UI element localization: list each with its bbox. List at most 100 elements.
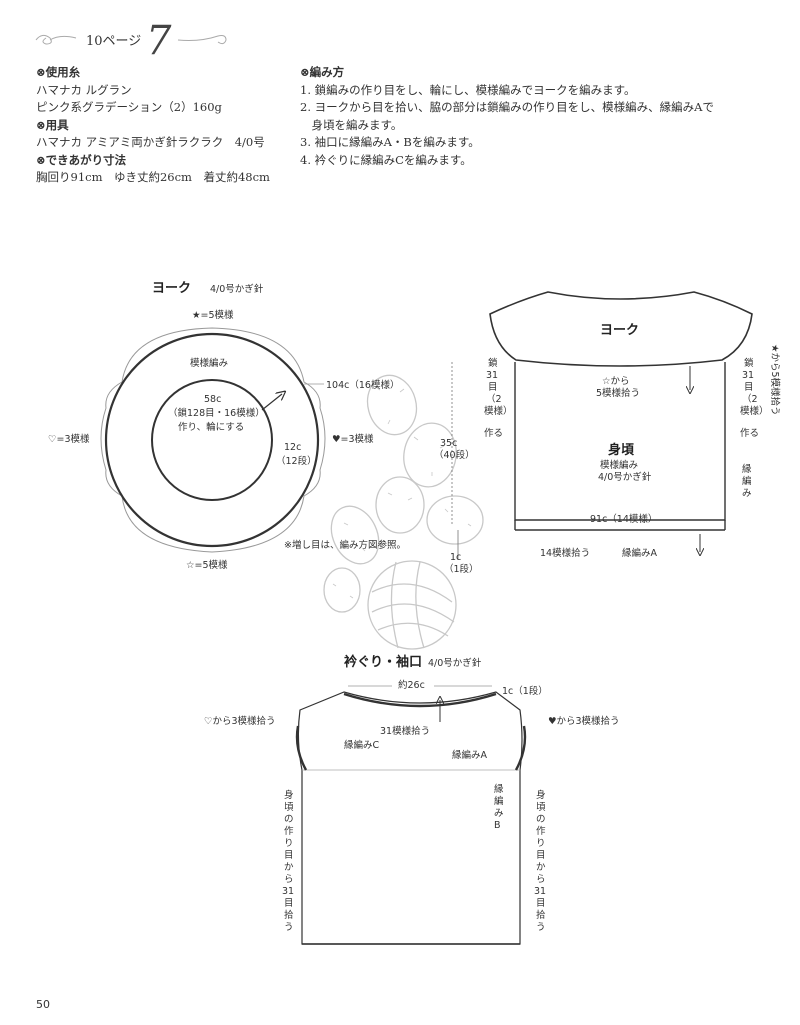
body-length: 35c (440, 438, 457, 449)
svg-text:ら: ら (536, 874, 546, 885)
svg-text:か: か (284, 862, 294, 873)
edge-a-sleeve-label: 縁編みA (452, 749, 488, 761)
collar-needle: 4/0号かぎ針 (428, 657, 482, 669)
svg-text:模様）: 模様） (484, 405, 513, 417)
page-header (28, 26, 248, 66)
svg-text:B: B (494, 820, 501, 831)
body-outline (514, 362, 726, 521)
yoke-title: ヨーク (152, 281, 191, 296)
svg-text:り: り (284, 838, 294, 849)
svg-text:縁: 縁 (742, 463, 752, 475)
svg-text:身: 身 (536, 789, 546, 801)
yoke-rows: （12段） (276, 455, 317, 467)
edge-b-label: 縁 編 み B (494, 783, 504, 831)
yoke-diagram: ヨーク 4/0号かぎ針 ★=5模様 模様編み 58c （鎖128目・16模様） … (48, 281, 406, 571)
collar-diagram: 衿ぐり・袖口 4/0号かぎ針 約26c 1c（1段） 31模様拾う 縁編みC 縁… (204, 654, 620, 945)
edge-width: 1c (450, 552, 461, 563)
neck-edge (343, 692, 497, 708)
svg-text:縁: 縁 (494, 783, 504, 795)
svg-text:鎖: 鎖 (744, 357, 754, 369)
edge-rows: （1段） (444, 563, 479, 575)
svg-text:目: 目 (488, 382, 498, 393)
cactus-yarn-watermark (323, 374, 484, 650)
size-line-1: 胸回り91cm ゆき丈約26cm 着丈約48cm (36, 170, 270, 184)
body-label: 身頃 (608, 442, 635, 458)
svg-text:か: か (536, 862, 546, 873)
edge-pick-label: 14模様拾う (540, 547, 590, 559)
yarn-title: ⊗使用糸 (36, 65, 81, 79)
left-sleeve-edge (295, 725, 308, 771)
yoke-scalloped-edge (100, 327, 326, 553)
method-step: 2. ヨークから目を拾い、脇の部分は鎖編みの作り目をし、模様編み、縁編みAで (300, 100, 714, 114)
body-width: 91c（14模様） (590, 513, 657, 525)
body-yoke-label: ヨーク (600, 323, 639, 338)
right-sleeve-edge (514, 725, 527, 771)
inner-chain-count: （鎖128目・16模様） (168, 407, 265, 419)
ornament-left (35, 34, 227, 45)
yoke-pattern-label: 模様編み (190, 357, 228, 369)
svg-text:目: 目 (536, 850, 546, 861)
svg-text:31: 31 (486, 370, 498, 381)
svg-text:編: 編 (742, 475, 752, 487)
materials-block: ⊗使用糸 ハマナカ ルグラン ピンク系グラデーション（2）160g ⊗用具 ハマ… (36, 64, 270, 187)
star-bottom-label: ☆=5模様 (186, 559, 228, 571)
svg-text:模様）: 模様） (740, 405, 769, 417)
page-number: 50 (36, 998, 50, 1011)
increase-note: ※増し目は、編み方図参照。 (284, 539, 406, 551)
left-pick-label: 身 頃 の 作 り 目 か ら 31 目 拾 う (282, 789, 294, 933)
svg-text:鎖: 鎖 (488, 357, 498, 369)
method-step: 3. 袖口に縁編みA・Bを編みます。 (300, 135, 480, 149)
method-step: 4. 衿ぐりに縁編みCを編みます。 (300, 152, 472, 167)
svg-text:頃: 頃 (536, 802, 546, 813)
svg-text:う: う (284, 922, 294, 933)
yarn-line-1: ハマナカ ルグラン (36, 82, 132, 97)
yoke-needle: 4/0号かぎ針 (210, 283, 264, 295)
outer-circumference: 104c（16模様） (326, 379, 399, 391)
body-rows: （40段） (434, 449, 475, 461)
svg-text:り: り (536, 838, 546, 849)
svg-text:み: み (494, 808, 504, 819)
garment-outline (297, 691, 523, 945)
collar-title: 衿ぐり・袖口 (344, 654, 422, 670)
direction-arrow-icon (261, 394, 282, 411)
svg-text:31: 31 (282, 886, 294, 897)
heart-right-label: ♥=3模様 (332, 433, 374, 445)
neck-width: 約26c (398, 679, 425, 691)
mark-icon: ⊗ (36, 117, 46, 132)
tools-title: ⊗用具 (36, 117, 69, 132)
size-title: ⊗できあがり寸法 (36, 152, 127, 167)
inner-instruction: 作り、輪にする (178, 421, 244, 433)
yoke-depth: 12c (284, 442, 301, 453)
star-pick-label: ☆から (602, 376, 630, 387)
method-block: ⊗編み方 1. 鎖編みの作り目をし、輪にし、模様編みでヨークを編みます。 2. … (300, 64, 714, 169)
svg-text:（2: （2 (742, 393, 758, 405)
edge-c-label: 縁編みC (344, 739, 380, 751)
method-title: ⊗編み方 (300, 65, 345, 79)
svg-text:う: う (536, 922, 546, 933)
tools-line-1: ハマナカ アミアミ両かぎ針ラクラク 4/0号 (36, 135, 265, 149)
edge-a-label: 縁編みA (622, 547, 658, 559)
left-chain-label: 鎖 31 目 （2 模様） 作る (484, 357, 513, 439)
method-step: 1. 鎖編みの作り目をし、輪にし、模様編みでヨークを編みます。 (300, 82, 636, 97)
star-pick-label-2: 5模様拾う (596, 387, 640, 399)
pattern-number: 7 (146, 18, 172, 64)
svg-text:目: 目 (744, 382, 754, 393)
svg-text:目: 目 (536, 898, 546, 909)
svg-text:拾: 拾 (536, 909, 546, 921)
svg-text:ら: ら (284, 874, 294, 885)
right-pick-label: 身 頃 の 作 り 目 か ら 31 目 拾 う (534, 789, 546, 933)
svg-text:31: 31 (742, 370, 754, 381)
svg-text:み: み (742, 488, 752, 499)
yoke-outer-ring (104, 332, 320, 548)
svg-text:作る: 作る (740, 427, 759, 439)
svg-text:頃: 頃 (284, 802, 294, 813)
svg-text:の: の (536, 814, 546, 825)
mark-icon: ⊗ (36, 152, 46, 167)
star-right-label: ★から5模様拾う (769, 344, 781, 416)
yoke-inner-ring (151, 379, 273, 501)
svg-text:編: 編 (494, 795, 504, 807)
svg-text:（2: （2 (486, 393, 502, 405)
heart-left-label: ♡=3模様 (48, 433, 90, 445)
body-diagram: ヨーク ☆から 5模様拾う 身頃 模様編み 4/0号かぎ針 91c（14模様） … (434, 291, 781, 575)
